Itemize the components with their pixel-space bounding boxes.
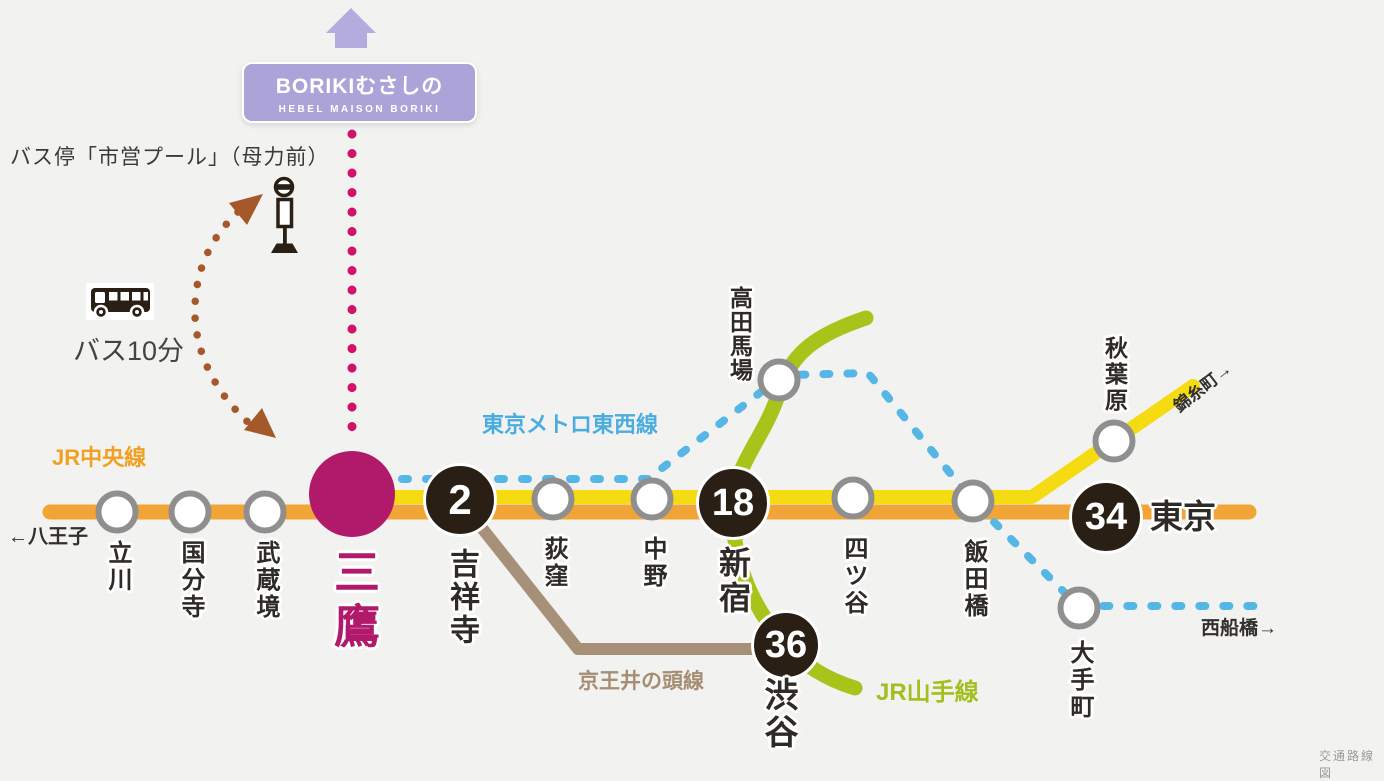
station-circle-tokyo: 34 bbox=[1069, 480, 1143, 554]
line-label-chuo: JR中央線 bbox=[52, 445, 147, 470]
station-label-ogikubo: 荻窪 bbox=[540, 536, 567, 590]
facility-subname: HEBEL MAISON BORIKI bbox=[278, 104, 441, 115]
line-label-keio: 京王井の頭線 bbox=[578, 670, 704, 693]
bus-icon bbox=[86, 283, 154, 320]
station-circle-iidabashi bbox=[951, 479, 995, 523]
station-label-yotsuya: 四ツ谷 bbox=[840, 536, 867, 617]
up-arrow-icon bbox=[326, 8, 376, 48]
bus-route-arrowhead-bottom bbox=[244, 408, 276, 438]
sobu-line bbox=[345, 379, 1200, 504]
station-label-nakano: 中野 bbox=[639, 536, 666, 590]
station-circle-yotsuya bbox=[831, 476, 875, 520]
station-label-shinjuku: 新宿 bbox=[715, 546, 751, 616]
bus-duration-label: バス10分 bbox=[73, 336, 185, 366]
station-label-tokyo: 東京 bbox=[1150, 498, 1216, 535]
station-label-mitaka: 三鷹 bbox=[328, 548, 380, 656]
station-label-kokubunji: 国分寺 bbox=[177, 540, 204, 621]
minutes-shibuya: 36 bbox=[764, 624, 808, 666]
station-label-iidabashi: 飯田橋 bbox=[960, 539, 987, 620]
direction-hachioji: ←八王子 bbox=[8, 526, 88, 548]
station-circle-otemachi bbox=[1057, 586, 1101, 630]
line-label-tozai: 東京メトロ東西線 bbox=[482, 412, 659, 437]
keio-line bbox=[456, 497, 799, 655]
credit-label: 交通路線図 bbox=[1319, 749, 1376, 780]
bus-stop-label: バス停「市営プール」（母力前） bbox=[10, 146, 330, 169]
station-label-tachikawa: 立川 bbox=[104, 540, 131, 594]
direction-nishifunabashi: 西船橋→ bbox=[1201, 618, 1278, 639]
line-label-yamanote: JR山手線 bbox=[876, 679, 979, 706]
station-label-takadanobaba: 高田馬場 bbox=[726, 286, 753, 382]
station-circle-kichijoji: 2 bbox=[423, 463, 497, 537]
bus-route-arrow bbox=[191, 194, 276, 438]
station-circle-tachikawa bbox=[95, 490, 139, 534]
bus-route-arc bbox=[191, 208, 254, 428]
minutes-tokyo: 34 bbox=[1084, 496, 1128, 538]
station-circle-kokubunji bbox=[168, 490, 212, 534]
facility-name: BORIKIむさしの bbox=[275, 75, 444, 98]
station-circle-mitaka bbox=[309, 451, 395, 537]
bus-stop-sign-icon bbox=[271, 176, 298, 253]
station-label-shibuya: 渋谷 bbox=[759, 677, 797, 751]
station-circle-nakano bbox=[630, 477, 674, 521]
bus-route-arrowhead-top bbox=[229, 194, 263, 225]
station-circle-shinjuku: 18 bbox=[696, 466, 770, 540]
station-label-kichijoji: 吉祥寺 bbox=[445, 548, 478, 647]
facility-card: BORIKIむさしの HEBEL MAISON BORIKI bbox=[242, 62, 477, 123]
station-circle-ogikubo bbox=[531, 477, 575, 521]
station-circle-musashisakai bbox=[243, 490, 287, 534]
minutes-shinjuku: 18 bbox=[711, 482, 755, 524]
station-label-akihabara: 秋葉原 bbox=[1101, 336, 1128, 414]
station-circle-takadanobaba bbox=[757, 358, 801, 402]
station-circle-akihabara bbox=[1092, 419, 1136, 463]
station-circle-shibuya: 36 bbox=[751, 610, 821, 680]
station-label-otemachi: 大手町 bbox=[1066, 640, 1093, 721]
minutes-kichijoji: 2 bbox=[448, 476, 472, 523]
station-label-musashisakai: 武蔵境 bbox=[252, 540, 279, 621]
